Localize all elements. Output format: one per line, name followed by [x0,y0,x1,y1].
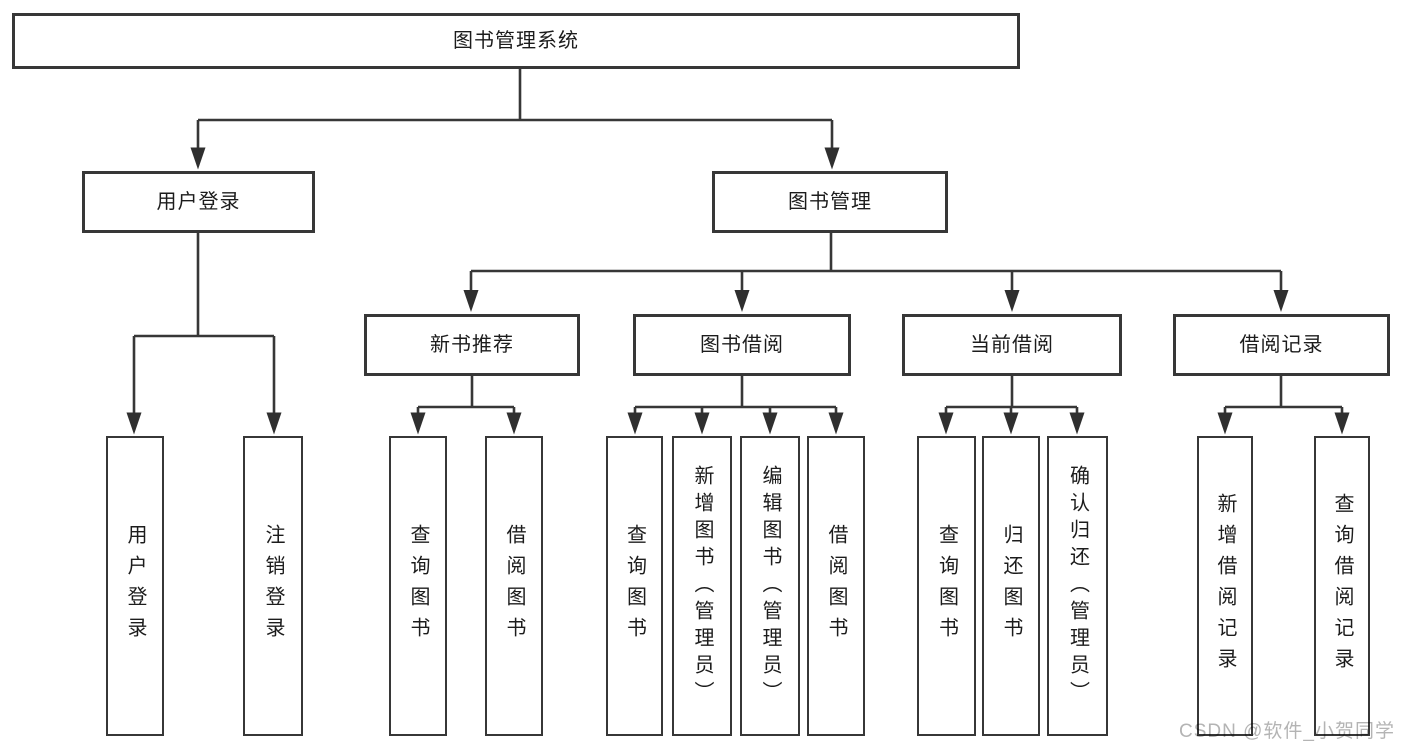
node-label: 当前借阅 [970,334,1054,356]
arrowhead [190,147,206,170]
leaf-add-borrow-record: 新增借阅记录 [1197,436,1253,736]
node-label: 归还图书 [1000,524,1022,648]
leaf-query-books-recommend: 查询图书 [389,436,447,736]
node-current-borrow: 当前借阅 [902,314,1122,376]
node-label: 注销登录 [262,524,284,648]
connector-root-to-level2 [196,68,834,150]
arrowheads-level2 [190,147,840,170]
node-book-borrow: 图书借阅 [633,314,851,376]
connector-group-book-borrow [633,376,838,414]
leaf-user-login: 用户登录 [106,436,164,736]
node-label: 图书借阅 [700,334,784,356]
connector-user-branch [132,233,276,414]
connector-group-borrow-records [1223,376,1344,414]
arrowhead [410,412,426,435]
arrowhead [694,412,710,435]
leaf-return-book: 归还图书 [982,436,1040,736]
node-book-management-branch: 图书管理 [712,171,948,233]
arrowhead [828,412,844,435]
arrowhead [627,412,643,435]
leaf-borrow-books-recommend: 借阅图书 [485,436,543,736]
leaf-edit-book-admin: 编辑图书（管理员） [740,436,800,736]
node-label: 借阅记录 [1239,334,1324,356]
arrowhead [1003,412,1019,435]
node-label: 新书推荐 [430,334,514,356]
arrowhead [1217,412,1233,435]
arrowhead [126,412,142,435]
leaf-query-borrow-record: 查询借阅记录 [1314,436,1370,736]
leaf-logout: 注销登录 [243,436,303,736]
node-label: 编辑图书（管理员） [759,464,781,708]
connector-group-current-borrow [944,376,1079,414]
node-label: 新增借阅记录 [1214,493,1236,679]
arrowhead [938,412,954,435]
leaf-confirm-return-admin: 确认归还（管理员） [1047,436,1108,736]
leaf-borrow-books: 借阅图书 [807,436,865,736]
node-label: 用户登录 [124,524,146,648]
leaf-query-books-current: 查询图书 [917,436,976,736]
node-label: 查询图书 [407,524,429,648]
node-label: 图书管理系统 [453,30,579,52]
node-label: 用户登录 [156,191,241,213]
arrowhead [1334,412,1350,435]
node-label: 查询借阅记录 [1331,493,1353,679]
arrowhead [762,412,778,435]
arrowhead [824,147,840,170]
arrowhead [266,412,282,435]
node-user-login-branch: 用户登录 [82,171,315,233]
node-system-root: 图书管理系统 [12,13,1020,69]
node-label: 图书管理 [788,191,872,213]
arrowhead [506,412,522,435]
node-label: 借阅图书 [503,524,525,648]
leaf-query-books-borrow: 查询图书 [606,436,663,736]
connector-book-branch [469,233,1283,292]
node-label: 新增图书（管理员） [691,464,713,708]
node-label: 查询图书 [623,524,646,648]
arrowhead [1004,290,1020,312]
arrowheads-leaf-row [410,412,1350,435]
connector-group-new-book [416,376,516,414]
arrowhead [1069,412,1085,435]
node-borrow-records: 借阅记录 [1173,314,1390,376]
arrowhead [734,290,750,312]
arrowheads-book-branch [463,290,1289,312]
node-new-book-recommend: 新书推荐 [364,314,580,376]
node-label: 借阅图书 [825,524,847,648]
node-label: 查询图书 [935,524,958,648]
arrowheads-user-branch [126,412,282,435]
arrowhead [463,290,479,312]
leaf-add-book-admin: 新增图书（管理员） [672,436,732,736]
node-label: 确认归还（管理员） [1066,464,1089,708]
arrowhead [1273,290,1289,312]
